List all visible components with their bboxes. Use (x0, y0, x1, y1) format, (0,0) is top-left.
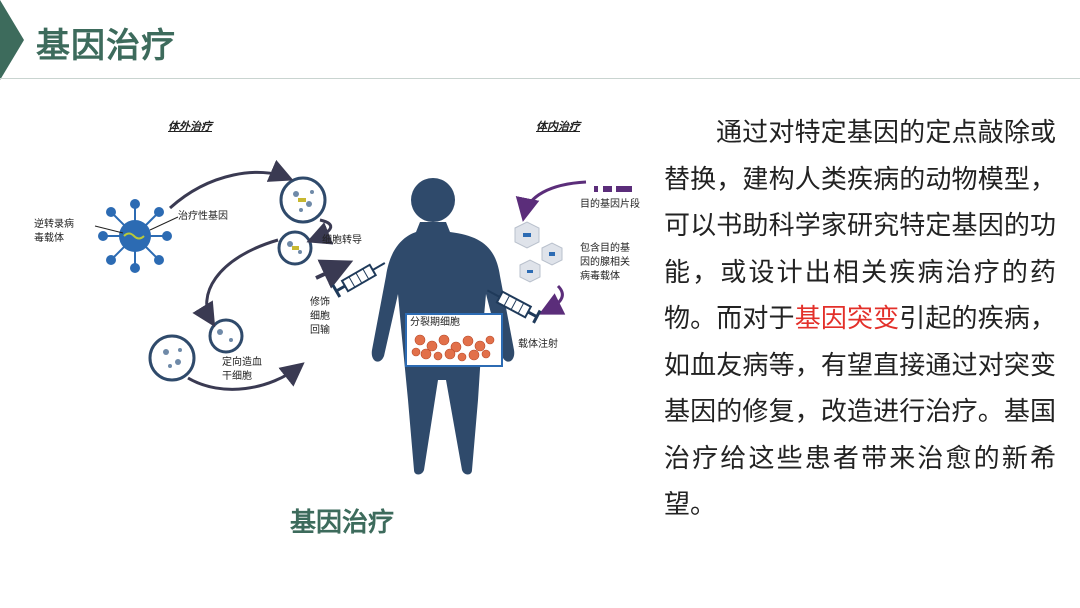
figure-caption: 基因治疗 (290, 502, 394, 539)
therapeutic-gene-label: 治疗性基因 (178, 210, 228, 224)
dividing-cells-label: 分裂期细胞 (410, 316, 460, 330)
header-divider (0, 78, 1080, 79)
vector-injection-label: 载体注射 (518, 338, 558, 352)
petri-dish-icon (150, 178, 325, 380)
gene-therapy-diagram: 体外治疗 体内治疗 逆转录病 毒载体 治疗性基因 细胞转导 修饰 细胞 回输 定… (20, 100, 660, 520)
modified-return-label: 修饰 细胞 回输 (310, 296, 330, 338)
diagram-graphics (20, 100, 660, 520)
stem-cells-label: 定向造血 干细胞 (222, 356, 262, 384)
paragraph-text-after: 引起的疾病，如血友病等，有望直接通过对突变基因的修复，改造进行治疗。基国治疗给这… (664, 304, 1056, 520)
aav-vector-label: 包含目的基 因的腺相关 病毒载体 (580, 242, 630, 284)
page-title: 基因治疗 (36, 18, 176, 67)
virus-icon (98, 199, 172, 273)
retro-vector-label: 逆转录病 毒载体 (34, 218, 74, 246)
paragraph-text-before: 通过对特定基因的定点敲除或替换，建构人类疾病的动物模型，可以书助科学家研究特定基… (664, 118, 1056, 334)
ex-vivo-heading: 体外治疗 (168, 120, 212, 134)
syringe-icon-left (333, 257, 388, 297)
in-vivo-heading: 体内治疗 (536, 120, 580, 134)
body-paragraph: 通过对特定基因的定点敲除或替换，建构人类疾病的动物模型，可以书助科学家研究特定基… (664, 110, 1056, 529)
paragraph-highlight: 基因突变 (795, 304, 900, 334)
target-fragment-label: 目的基因片段 (580, 198, 640, 212)
header-arrow-icon (0, 0, 24, 80)
cell-transduction-label: 细胞转导 (322, 234, 362, 248)
